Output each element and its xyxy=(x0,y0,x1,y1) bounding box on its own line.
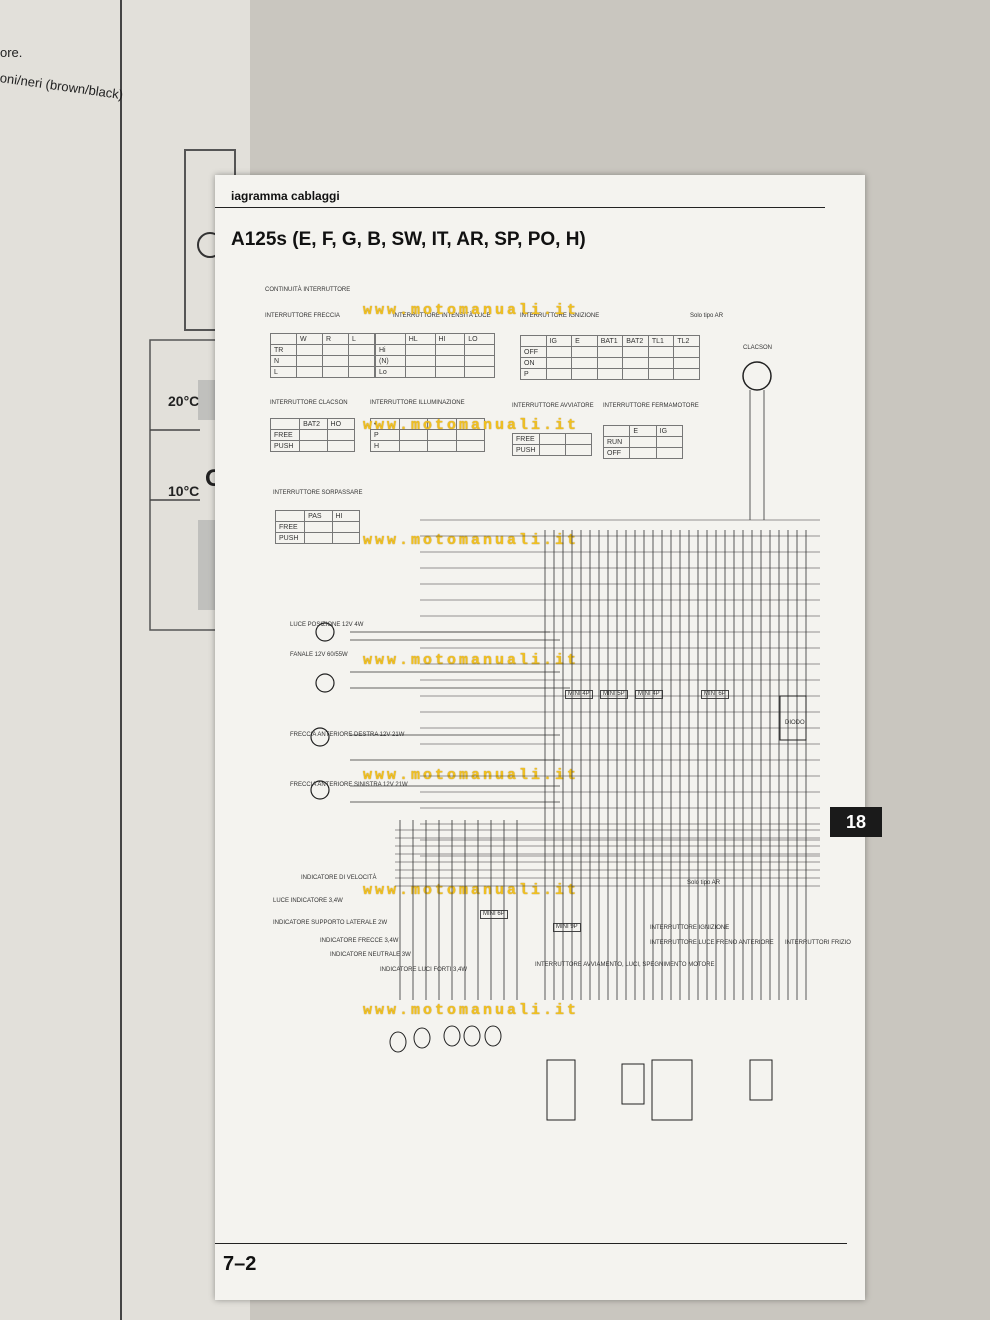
footer-rule xyxy=(215,1243,847,1244)
fanale-label: FANALE 12V 60/55W xyxy=(290,652,348,658)
freccia-sx-label: FRECCIA ANTERIORE SINISTRA 12V 21W xyxy=(290,782,408,788)
connector-mini-6p-lower: MINI 6P xyxy=(480,910,508,919)
clacson-title: INTERRUTTORE CLACSON xyxy=(270,400,348,406)
intensita-title: INTERRUTTORE INTENSITÀ LUCE xyxy=(393,313,491,319)
int-frizione-label: INTERRUTTORI FRIZIO xyxy=(785,940,851,946)
page-number: 7–2 xyxy=(223,1253,257,1275)
freccia-dx-label: FRECCIA ANTERIORE DESTRA 12V 21W xyxy=(290,732,405,738)
section-title: iagramma cablaggi xyxy=(231,189,340,203)
left-text-1: ore. xyxy=(0,45,23,60)
avviatore-title: INTERRUTTORE AVVIATORE xyxy=(512,403,594,409)
models-title: iagramma cablaggi A125s (E, F, G, B, SW,… xyxy=(231,189,586,251)
ind-frecce-label: INDICATORE FRECCE 3,4W xyxy=(320,938,399,944)
ind-neutrale-label: INDICATORE NEUTRALE 3W xyxy=(330,952,411,958)
ignition-title: INTERRUTTORE IGNIZIONE xyxy=(520,313,600,319)
illuminazione-switch-table: • P H xyxy=(370,418,485,452)
connector-mini-6p: MINI 6P xyxy=(701,690,729,699)
watermark-2: www.motomanuali.it xyxy=(363,417,580,434)
col: TL2 xyxy=(673,335,700,347)
watermark-1: www.motomanuali.it xyxy=(363,302,580,319)
freccia-title: INTERRUTTORE FRECCIA xyxy=(265,313,340,319)
header-rule xyxy=(215,207,825,208)
clacson-label: CLACSON xyxy=(743,345,773,351)
watermark-7: www.motomanuali.it xyxy=(363,1002,580,1019)
connector-mini-5p: MINI 5P xyxy=(600,690,628,699)
sorpassare-title: INTERRUTTORE SORPASSARE xyxy=(273,490,363,496)
illuminazione-title: INTERRUTTORE ILLUMINAZIONE xyxy=(370,400,465,406)
watermark-5: www.motomanuali.it xyxy=(363,767,580,784)
watermark-4: www.motomanuali.it xyxy=(363,652,580,669)
avviatore-switch-table: FREE PUSH xyxy=(511,433,592,456)
solo-ar-label-1: Solo tipo AR xyxy=(690,313,724,319)
row: PUSH xyxy=(274,532,306,544)
diodo-label: DIODO xyxy=(785,720,805,726)
connector-mini-9p: MINI 9P xyxy=(553,923,581,932)
int-avviamento-label: INTERRUTTORE AVVIAMENTO, LUCI, SPEGNIMEN… xyxy=(535,962,715,968)
row: PUSH xyxy=(511,444,541,456)
continuity-label: CONTINUITÀ INTERRUTTORE xyxy=(265,287,351,293)
ind-velocita-label: INDICATORE DI VELOCITÀ xyxy=(301,875,377,881)
ind-luci-forti-label: INDICATORE LUCI FORTI 3,4W xyxy=(380,967,468,973)
luce-indicatore-label: LUCE INDICATORE 3,4W xyxy=(273,898,343,904)
models-text: A125s (E, F, G, B, SW, IT, AR, SP, PO, H… xyxy=(231,229,586,250)
left-page-frame xyxy=(120,0,242,1320)
solo-ar-label-2: Solo tipo AR xyxy=(687,880,721,886)
temp-10: 10°C xyxy=(168,483,200,499)
int-ignizione-label: INTERRUTTORE IGNIZIONE xyxy=(650,925,730,931)
left-page: ore. oni/neri (brown/black) 20°C 10°C ON xyxy=(0,0,250,1320)
int-freno-label: INTERRUTTORE LUCE FRENO ANTERIORE xyxy=(650,940,774,946)
section-tab-18: 18 xyxy=(830,807,882,837)
ind-supporto-label: INDICATORE SUPPORTO LATERALE 2W xyxy=(273,920,388,926)
luce-posizione-label: LUCE POSIZIONE 12V 4W xyxy=(290,622,364,628)
fermamotore-title: INTERRUTTORE FERMAMOTORE xyxy=(603,403,699,409)
connector-mini-4p: MINI 4P xyxy=(565,690,593,699)
temp-20: 20°C xyxy=(168,393,200,409)
